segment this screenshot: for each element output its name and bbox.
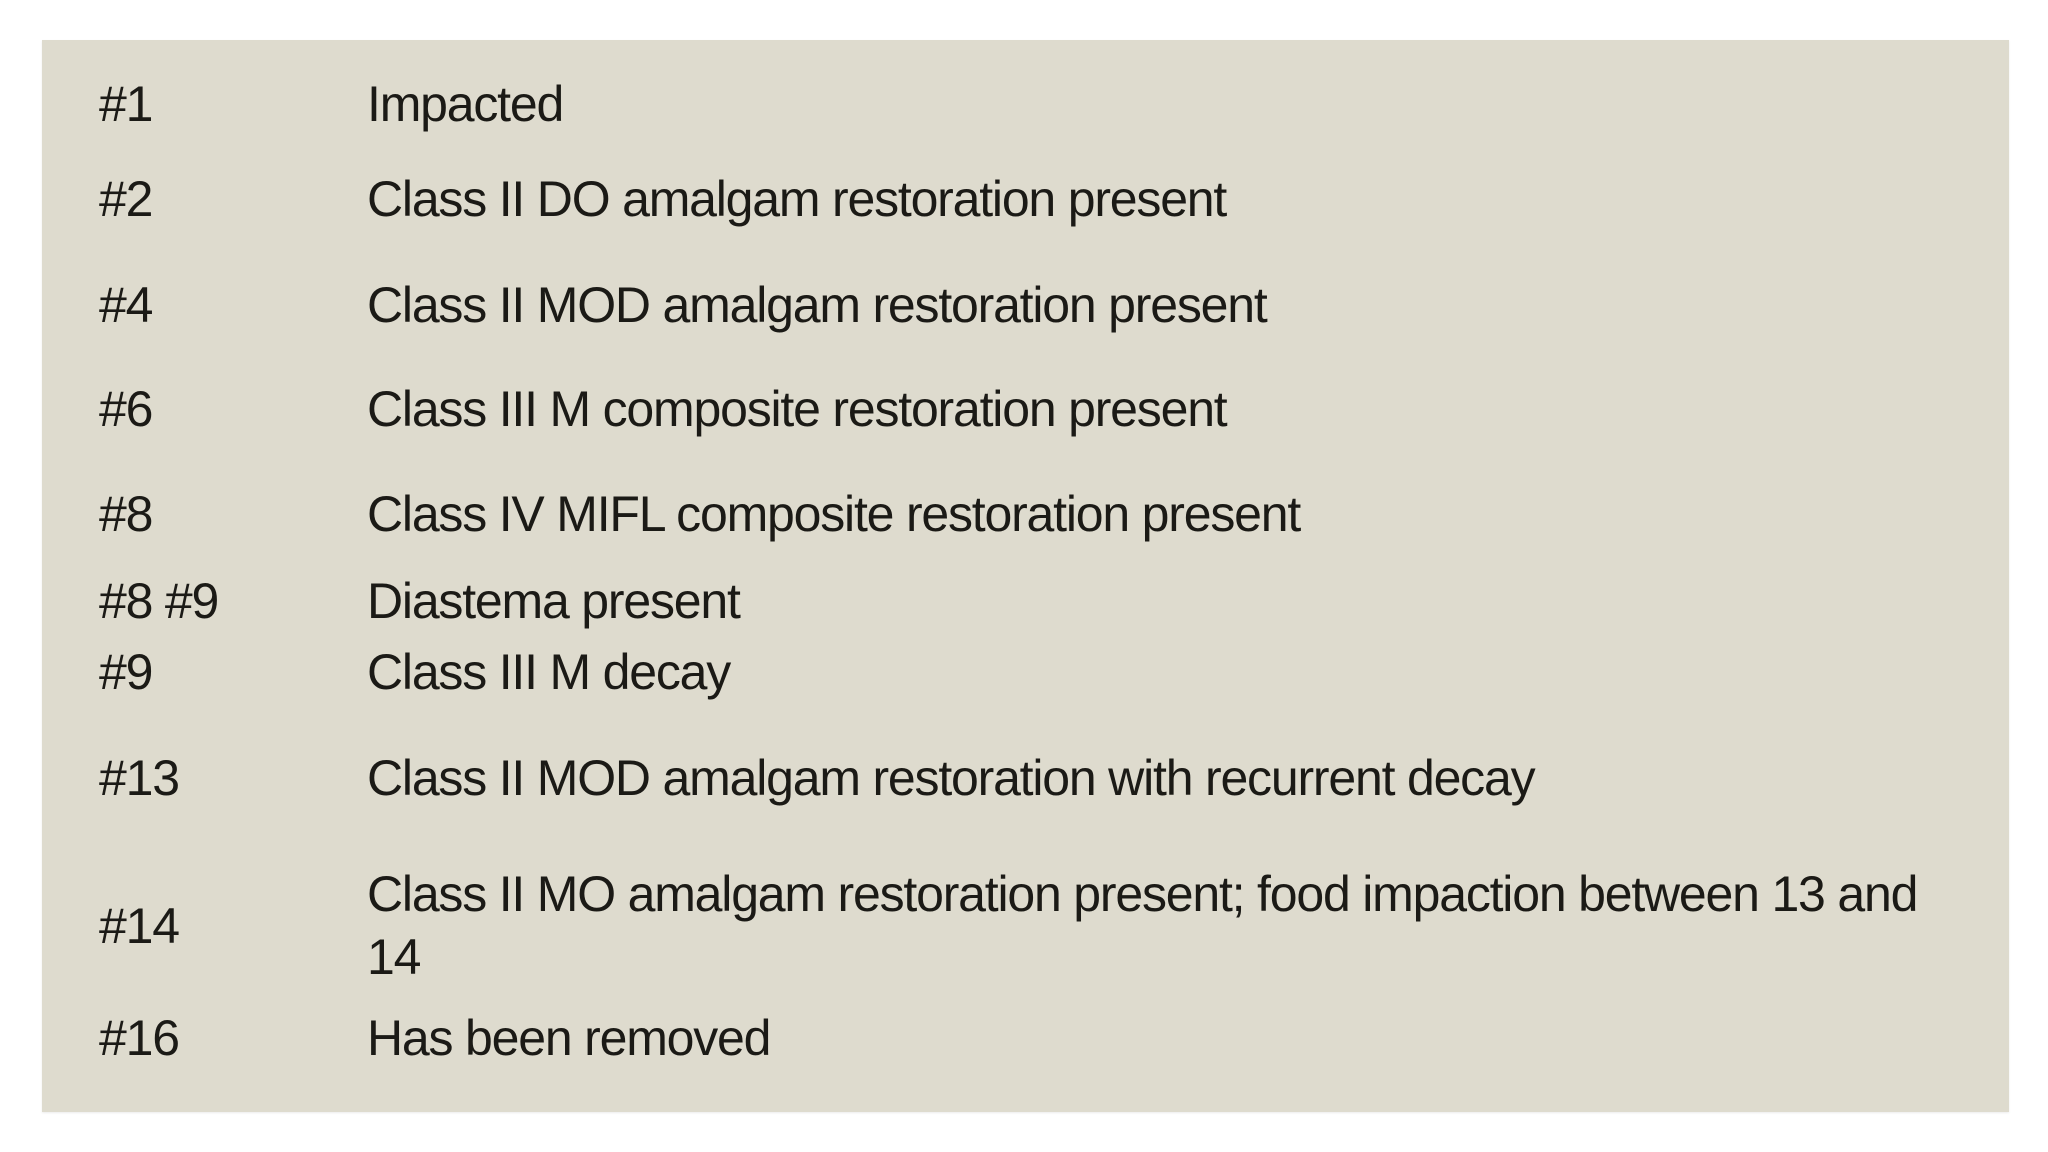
tooth-number: #14 xyxy=(99,897,180,954)
findings-panel: #1 Impacted #2 Class II DO amalgam resto… xyxy=(42,40,2009,1112)
finding-row: #13 Class II MOD amalgam restoration wit… xyxy=(99,747,2009,810)
tooth-number: #9 xyxy=(99,644,153,700)
finding-row: #2 Class II DO amalgam restoration prese… xyxy=(99,168,2009,231)
tooth-number: #8 xyxy=(99,486,153,542)
finding-row: #9 Class III M decay xyxy=(99,641,2009,704)
finding-description: Class II MOD amalgam restoration present xyxy=(367,277,1268,333)
finding-row: #4 Class II MOD amalgam restoration pres… xyxy=(99,274,2009,337)
tooth-number: #2 xyxy=(99,171,153,227)
finding-description: Has been removed xyxy=(367,1010,771,1066)
finding-description: Class II MO amalgam restoration present;… xyxy=(367,866,1918,985)
tooth-number: #13 xyxy=(99,750,180,806)
finding-row: #8 #9 Diastema present xyxy=(99,570,2009,633)
finding-description: Class II MOD amalgam restoration with re… xyxy=(367,750,1536,806)
finding-description: Class IV MIFL composite restoration pres… xyxy=(367,486,1301,542)
finding-row: #16 Has been removed xyxy=(99,1007,2009,1070)
tooth-number: #6 xyxy=(99,381,153,437)
tooth-number: #4 xyxy=(99,277,153,333)
finding-description: Class II DO amalgam restoration present xyxy=(367,171,1227,227)
tooth-number: #8 #9 xyxy=(99,573,219,629)
finding-row: #6 Class III M composite restoration pre… xyxy=(99,378,2009,441)
tooth-number: #1 xyxy=(99,76,153,132)
finding-description: Class III M decay xyxy=(367,644,731,700)
finding-description: Diastema present xyxy=(367,573,741,629)
finding-description: Impacted xyxy=(367,76,564,132)
tooth-number: #16 xyxy=(99,1010,180,1066)
finding-row: #14 Class II MO amalgam restoration pres… xyxy=(99,863,2009,989)
finding-row: #8 Class IV MIFL composite restoration p… xyxy=(99,483,2009,546)
finding-row: #1 Impacted xyxy=(99,73,2009,136)
finding-description: Class III M composite restoration presen… xyxy=(367,381,1228,437)
